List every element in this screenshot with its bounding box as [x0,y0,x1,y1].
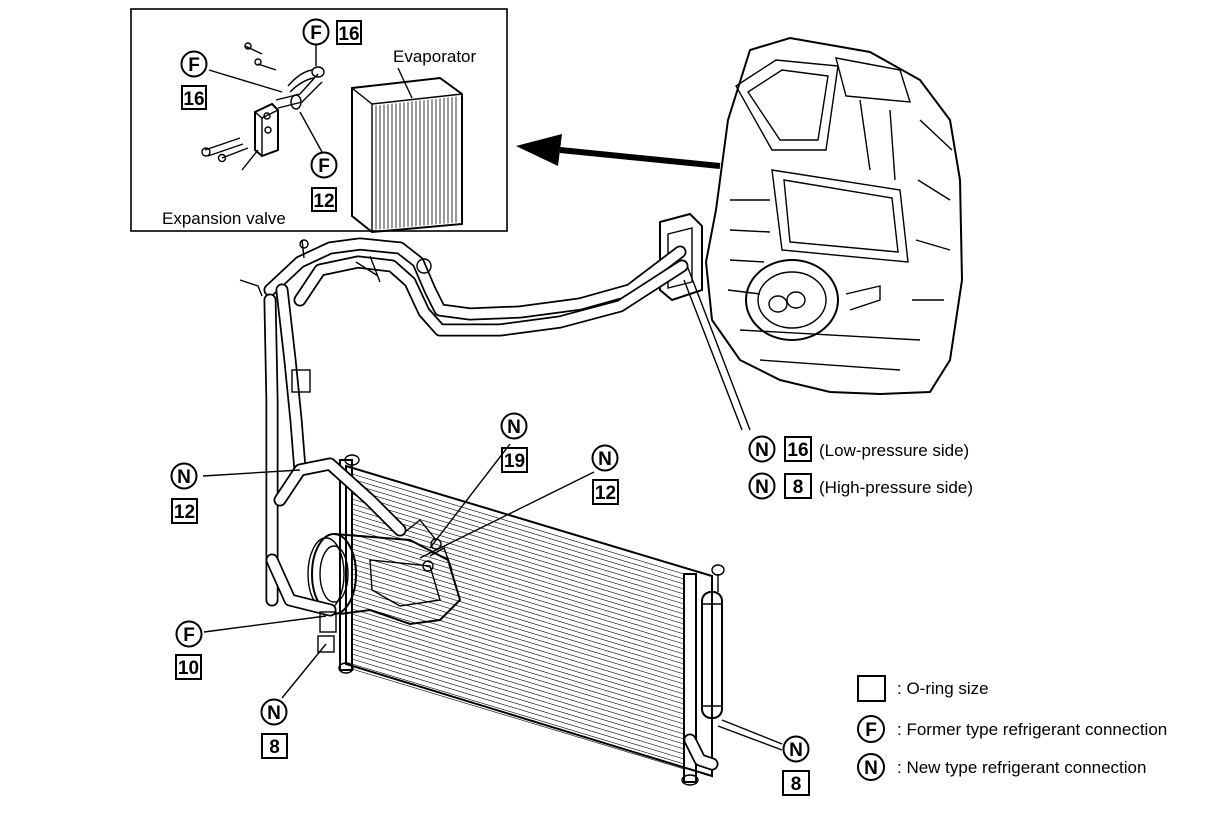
compressor [265,457,462,653]
svg-text:N: N [267,703,281,724]
svg-text:N: N [789,740,803,761]
heating-cooling-unit [659,36,964,396]
svg-text:N: N [755,477,769,498]
svg-text:8: 8 [269,737,280,758]
callout-compressor-n-12: N 12 [591,444,619,505]
evaporator-fins [375,96,457,230]
expansion-valve [201,42,325,163]
callout-low-pressure-side: N 16 (Low-pressure side) [748,435,969,463]
svg-text:F: F [310,23,322,44]
inset-detail: Evaporator Expansion valve [130,8,508,234]
svg-text:16: 16 [787,440,808,461]
svg-text:10: 10 [178,658,199,679]
expansion-valve-label: Expansion valve [162,209,286,228]
receiver-drier [701,564,725,719]
svg-text:8: 8 [791,774,802,795]
svg-text:12: 12 [174,502,195,523]
legend-new-symbol [857,753,885,781]
svg-text:19: 19 [504,451,525,472]
callout-compressor-n-19: N 19 [500,412,528,473]
callout-inset-f-16-left: F 16 [180,50,208,110]
svg-text:12: 12 [595,483,616,504]
svg-text:F: F [318,156,330,177]
legend-oring-text: : O-ring size [897,679,989,698]
callout-left-f-10: F 10 [175,620,203,680]
svg-text:N: N [755,440,769,461]
svg-text:N: N [864,758,878,779]
callout-bottom-n-8: N 8 [260,698,288,759]
svg-text:F: F [188,55,200,76]
svg-text:N: N [598,449,612,470]
svg-text:8: 8 [793,477,804,498]
callout-inset-f-12: F 12 [310,151,338,212]
evaporator-core [351,76,463,234]
svg-text:16: 16 [338,24,359,45]
evaporator-label: Evaporator [393,47,476,66]
legend-former-symbol [857,715,885,743]
svg-text:(Low-pressure side): (Low-pressure side) [819,441,969,460]
inset-pointer-arrow [516,134,721,169]
svg-text:N: N [507,417,521,438]
legend-oring-box [857,675,886,702]
callout-receiver-n-8: N 8 [782,735,810,796]
svg-text:(High-pressure side): (High-pressure side) [819,478,973,497]
svg-text:F: F [865,720,877,741]
svg-text:F: F [183,625,195,646]
callout-inset-f-16-top: F 16 [302,18,362,46]
svg-text:N: N [177,467,191,488]
callout-high-pressure-side: N 8 (High-pressure side) [748,472,973,500]
leader-lines [202,267,783,751]
svg-text:12: 12 [313,191,334,212]
legend-new-text: : New type refrigerant connection [897,758,1146,777]
legend: : O-ring size F : Former type refrigeran… [857,675,1167,781]
svg-text:16: 16 [183,89,204,110]
refrigerant-pipes [239,237,689,607]
callout-left-n-12: N 12 [170,462,198,524]
legend-former-text: : Former type refrigerant connection [897,720,1167,739]
